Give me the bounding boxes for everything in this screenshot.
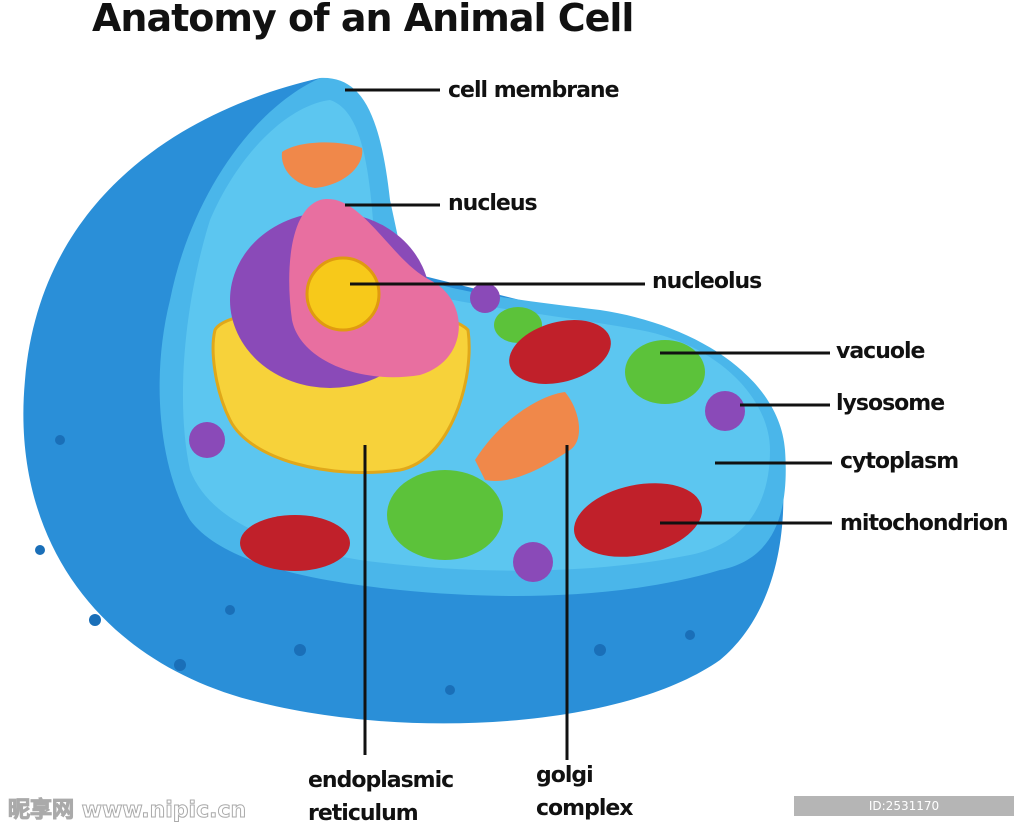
lysosome-2: [189, 422, 225, 458]
nucleolus-shape: [305, 256, 381, 332]
diagram-title: Anatomy of an Animal Cell: [92, 0, 634, 40]
golgi-complex-shape: [475, 392, 580, 481]
lysosome-shape: [705, 391, 745, 431]
golgi-top: [281, 142, 363, 188]
watermark-left: 昵享网 www.nipic.cn: [7, 798, 247, 824]
leader-lines: [345, 88, 832, 760]
label-golgi: golgi: [536, 763, 594, 788]
cell-pores: [35, 435, 695, 695]
label-reticulum: reticulum: [308, 801, 419, 826]
label-mitochondrion: mitochondrion: [840, 511, 1008, 536]
mitochondrion-2: [574, 483, 702, 557]
mitochondrion-3: [240, 515, 350, 571]
vacuole-large: [387, 470, 503, 560]
lysosome-3: [513, 542, 553, 582]
label-endoplasmic: endoplasmic: [308, 768, 454, 793]
mitochondrion-1: [509, 320, 611, 384]
watermark-right: ID:2531170 NO:20140323160205322000: [794, 796, 1014, 833]
label-cytoplasm: cytoplasm: [840, 449, 959, 474]
lysosome-4: [470, 283, 500, 313]
label-lysosome: lysosome: [836, 391, 945, 416]
label-nucleus: nucleus: [448, 191, 538, 216]
label-vacuole: vacuole: [836, 339, 925, 364]
label-complex: complex: [536, 796, 633, 821]
label-nucleolus: nucleolus: [652, 269, 762, 294]
label-cell-membrane: cell membrane: [448, 78, 619, 103]
vacuole-shape: [625, 340, 705, 404]
